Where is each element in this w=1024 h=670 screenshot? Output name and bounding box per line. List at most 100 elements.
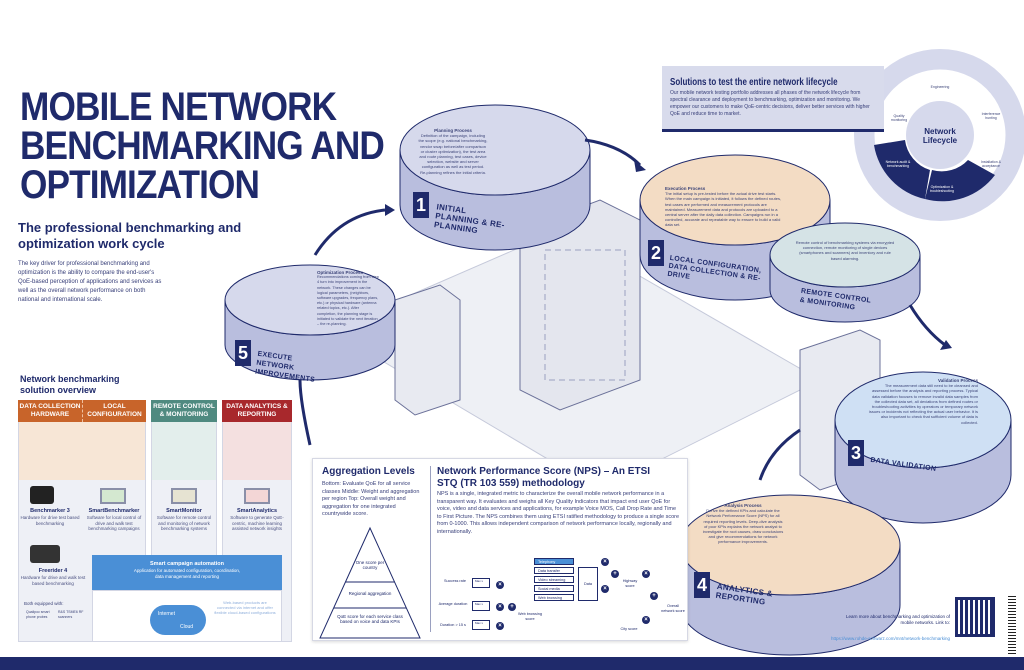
max-box: Max x	[472, 601, 490, 611]
segment-optimization	[925, 160, 995, 202]
process-text: The measurement data still need to be cl…	[869, 383, 978, 425]
nps-title: Network Performance Score (NPS) – An ETS…	[437, 466, 651, 489]
analytics-workstation-illustration	[223, 422, 291, 480]
cycle-arrows	[298, 138, 946, 481]
drive-test-illustration	[19, 422, 145, 480]
process-title: Optimization Process	[317, 270, 364, 275]
cloud-internet-label: Internet	[158, 611, 175, 617]
stage-5-disk	[224, 264, 396, 381]
product-name: SmartAnalytics	[236, 508, 278, 514]
product-name: Benchmarker 3	[30, 508, 70, 514]
arrow-remote-to-3	[908, 304, 946, 347]
multiply-icon: ×	[496, 603, 504, 611]
segment-quality-monitoring: Quality monitoring	[890, 114, 908, 122]
segment-network-audit	[874, 140, 930, 199]
segment-engineering: Engineering	[930, 85, 950, 89]
process-title: Execution Process	[665, 186, 706, 191]
remote-control-disk	[769, 222, 921, 323]
stage-number: 4	[694, 572, 710, 598]
plus-icon: +	[650, 592, 658, 600]
subtitle: The professional benchmarking and optimi…	[18, 220, 242, 251]
process-text: Derive the defined KPIs and calculate th…	[702, 508, 784, 545]
service-web-browsing: Web browsing	[534, 594, 574, 601]
max-box: Max x	[472, 578, 490, 588]
building	[394, 284, 461, 416]
city-score: City score	[620, 627, 638, 631]
multiply-icon: ×	[496, 581, 504, 589]
multiply-icon: ×	[601, 558, 609, 566]
level-top: One score per country	[355, 560, 385, 570]
page-title-line: OPTIMIZATION	[20, 163, 260, 207]
remote-control-process: Remote control of benchmarking systems v…	[795, 240, 895, 261]
stage-number: 2	[648, 240, 664, 266]
automation-desc: Application for automated configuration,…	[133, 568, 241, 579]
laptop-icon	[100, 488, 126, 504]
footer-bar	[0, 657, 1024, 670]
freerider-device-icon	[30, 545, 60, 563]
process-title: Analysis Process	[724, 503, 762, 508]
max-box: Max x	[472, 620, 490, 630]
laptop-icon	[244, 488, 270, 504]
cloud-note: Web-based products are connected via int…	[214, 600, 276, 615]
automation-title: Smart campaign automation	[150, 561, 224, 567]
product-name: SmartBenchmarker	[88, 508, 140, 514]
input-duration-15s: Duration > 15 s	[440, 623, 466, 627]
input-success-rate: Success rate	[444, 579, 466, 583]
plus-icon: +	[508, 603, 516, 611]
column-header-configuration: LOCAL CONFIGURATION	[82, 400, 146, 422]
multiply-icon: ×	[496, 622, 504, 630]
smart-campaign-automation: Smart campaign automation Application fo…	[92, 555, 282, 590]
multiply-icon: ×	[642, 616, 650, 624]
page-title-line: BENCHMARKING AND	[20, 124, 385, 168]
stage-number: 1	[413, 192, 429, 218]
equipped-label: Both equipped with:	[24, 601, 64, 606]
plus-icon: +	[611, 570, 619, 578]
aggregation-pyramid	[319, 526, 421, 639]
web-browsing-score: Web browsing score	[518, 612, 542, 621]
intro-text: The key driver for professional benchmar…	[18, 261, 162, 303]
divider	[430, 466, 431, 632]
segment-network-audit-label: Network audit & benchmarking	[885, 160, 911, 168]
stage-number: 5	[235, 340, 251, 366]
segment-installation: Installation & acceptance	[980, 160, 1002, 168]
process-title: Planning Process	[434, 128, 472, 133]
arrow-5-to-1	[313, 208, 386, 256]
process-text: Definition of the campaign, including th…	[418, 133, 488, 175]
process-text: The initial setup is pre-tested before t…	[665, 191, 782, 228]
cloud-cloud-label: Cloud	[180, 624, 194, 630]
stage-1-disk	[399, 104, 591, 251]
product-name: SmartMonitor	[166, 508, 202, 514]
arrow-3-to-4	[758, 428, 801, 481]
learn-more-text: Learn more about benchmarking and optimi…	[845, 614, 950, 625]
column-header-remote: REMOTE CONTROL & MONITORING	[151, 400, 217, 422]
segment-interference-hunting: Interference hunting	[981, 112, 1001, 120]
multiply-icon: ×	[601, 585, 609, 593]
level-bottom: QoE score for each service class based o…	[337, 614, 403, 624]
building-windows	[544, 249, 626, 381]
aggregation-text: Bottom: Evaluate QoE for all service cla…	[322, 481, 420, 517]
product-desc: Software for local control of drive and …	[86, 515, 142, 531]
benchmarking-link[interactable]: https://www.rohde-schwarz.com/mnt/networ…	[830, 636, 950, 641]
benchmarker-device-icon	[30, 486, 54, 504]
qr-code[interactable]	[955, 597, 995, 637]
product-desc: Software to generate QoE-centric, machin…	[230, 515, 284, 531]
overall-network-score: Overall network score	[661, 604, 685, 613]
lifecycle-panel: Solutions to test the entire network lif…	[662, 66, 884, 132]
cloud-icon	[150, 605, 206, 635]
lifecycle-center-label: Network Lifecycle	[922, 127, 958, 145]
network-lifecycle-ring	[854, 49, 1024, 221]
input-average-duration: Average duration	[438, 602, 468, 606]
product-desc: Hardware for drive and walk test based b…	[20, 575, 86, 586]
data-group: Data	[578, 567, 598, 601]
level-middle: Regional aggregation	[348, 591, 392, 596]
lifecycle-text: Our mobile network testing portfolio add…	[670, 90, 870, 117]
multiply-icon: ×	[642, 570, 650, 578]
overview-title: Network benchmarking solution overview	[20, 374, 120, 395]
arrow-4-to-5	[298, 379, 312, 446]
stage-4-disk	[679, 494, 901, 656]
service-social-media: Social media	[534, 585, 574, 592]
